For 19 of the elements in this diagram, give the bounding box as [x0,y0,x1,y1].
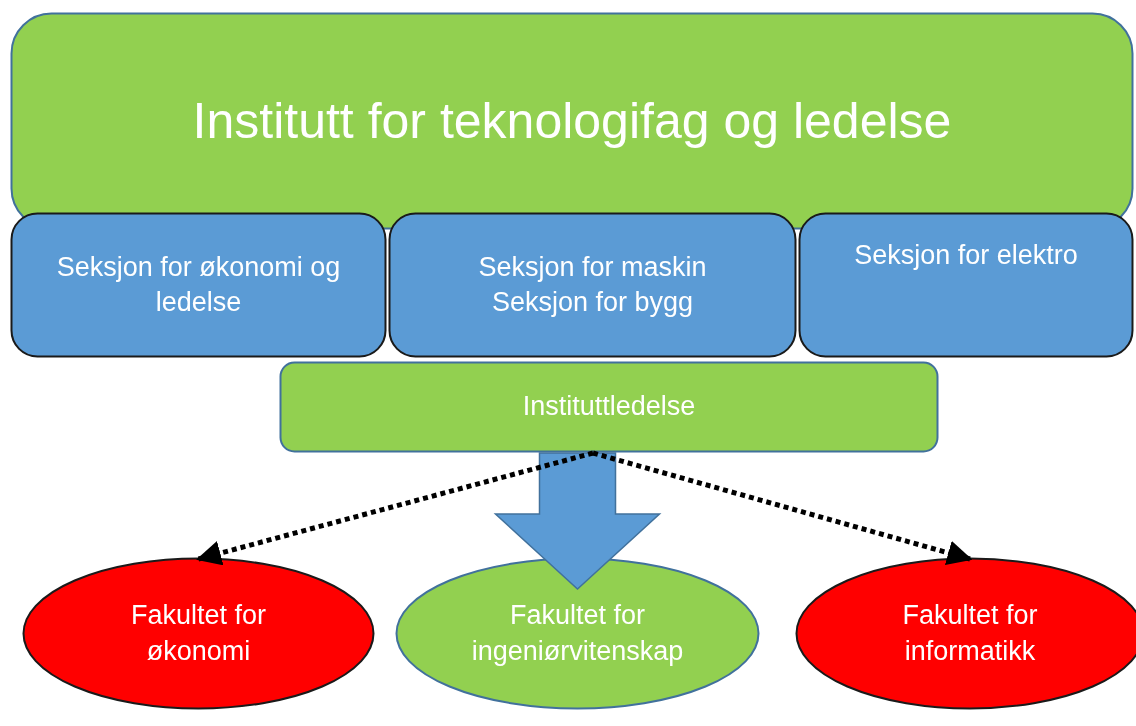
institute-box [10,12,1134,230]
dotted-arrow [196,450,594,566]
node-label: Seksjon for økonomi og ledelse [55,250,342,319]
node-label: Seksjon for elektro [854,239,1078,273]
node-label: Fakultet for informatikk [901,599,1039,668]
faculty-ellipse [22,557,375,710]
node-label: Instituttledelse [522,390,696,424]
section-box [798,212,1134,358]
section-box [388,212,797,358]
node-label: Seksjon for maskin [478,250,707,284]
block-arrow [493,452,662,590]
dotted-arrow [592,450,973,565]
node-label: Fakultet for ingeniørvitenskap [470,599,685,668]
faculty-ellipse [395,557,760,710]
node-label: Fakultet for økonomi [129,599,268,668]
institute-title: Institutt for teknologifag og ledelse [192,91,952,151]
management-box [279,361,939,453]
section-box [10,212,387,358]
node-label: Seksjon for bygg [491,286,694,319]
